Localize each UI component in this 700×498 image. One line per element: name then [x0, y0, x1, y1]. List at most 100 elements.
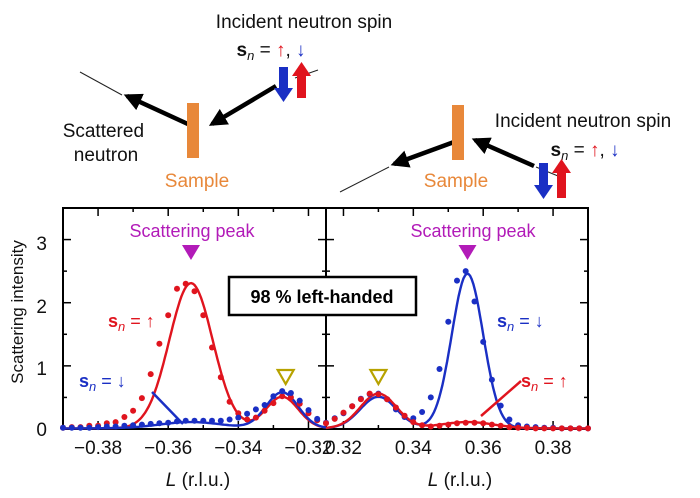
left-incident-label: Incident neutron spin	[216, 12, 392, 33]
data-point-down	[130, 422, 137, 429]
open-marker-triangle	[275, 368, 296, 387]
data-point-up	[480, 420, 487, 427]
data-point-down	[506, 416, 513, 423]
data-point-down	[497, 402, 504, 409]
y-tick-label: 2	[36, 297, 47, 318]
open-marker-triangle	[368, 368, 389, 387]
data-point-down	[86, 424, 93, 431]
x-tick-label: −0.36	[144, 438, 192, 459]
right-incident-label: Incident neutron spin	[495, 111, 671, 132]
data-point-up	[375, 391, 382, 398]
left-sample-label: Sample	[165, 171, 229, 192]
left-scattered-arrow	[123, 93, 191, 128]
scattered-neutron-label: Scattered neutron	[63, 121, 150, 166]
data-point-down	[209, 417, 215, 424]
right-spin-up-arrow-icon	[552, 159, 571, 198]
data-point-down	[261, 402, 268, 408]
spin-up-arrow-text: ↑	[276, 40, 286, 61]
data-point-up	[235, 410, 242, 417]
x-tick-label: −0.38	[74, 438, 122, 459]
right-spin-down-arrow-icon	[534, 163, 553, 199]
x-tick-label: 0.32	[325, 438, 362, 459]
data-points	[60, 268, 591, 432]
data-point-down	[182, 417, 189, 424]
data-point-up	[156, 340, 163, 347]
y-tick-label: 0	[36, 420, 47, 441]
data-point-down	[244, 410, 251, 417]
spin-down-series-label: sn = ↓	[79, 371, 126, 394]
peak-marker-triangle	[458, 245, 477, 260]
y-axis-label: Scattering intensity	[8, 240, 27, 384]
data-point-up	[121, 414, 128, 420]
data-point-up	[174, 285, 180, 292]
left-scattered-path	[79, 71, 123, 96]
spin-down-series-label: sn = ↓	[497, 311, 544, 334]
data-point-up	[165, 312, 172, 319]
data-point-up	[488, 421, 495, 428]
data-point-up	[392, 404, 399, 411]
data-point-down	[217, 417, 224, 424]
peak-marker-triangle	[181, 245, 200, 260]
spin-up-arrow-text: ↑	[590, 140, 600, 161]
data-point-up	[191, 288, 198, 295]
left-spin-equation: sn = ↑, ↓	[236, 40, 305, 63]
data-point-up	[366, 390, 373, 397]
right-scattered-path	[339, 166, 390, 193]
x-tick-label: 0.36	[465, 438, 502, 459]
data-point-down	[156, 420, 163, 427]
data-point-up	[384, 396, 391, 403]
left-panel-frame	[62, 207, 327, 430]
right-sample-icon	[452, 105, 464, 160]
data-point-down	[60, 424, 66, 431]
data-point-down	[287, 390, 294, 396]
data-point-up	[270, 400, 277, 407]
data-point-up	[357, 396, 364, 403]
handedness-label: 98 % left-handed	[250, 287, 393, 307]
peak-markers	[181, 245, 477, 387]
data-point-down	[419, 409, 426, 415]
left-incident-arrow	[208, 84, 278, 126]
data-point-up	[217, 374, 224, 381]
data-point-down	[235, 414, 242, 421]
data-point-up	[261, 407, 268, 414]
data-point-down	[103, 423, 110, 430]
right-scattered-arrow	[390, 139, 455, 168]
data-point-down	[68, 424, 75, 431]
data-point-up	[349, 403, 356, 410]
data-point-up	[410, 419, 417, 426]
data-point-up	[462, 419, 469, 426]
spin-symbol: s	[236, 40, 247, 61]
left-x-axis-label: L (r.l.u.)	[166, 470, 230, 491]
left-spin-down-arrow-icon	[274, 67, 293, 102]
data-point-up	[209, 344, 215, 351]
data-point-up	[112, 419, 119, 426]
left-peak-label: Scattering peak	[129, 221, 255, 241]
spin-up-series-label: sn = ↑	[108, 311, 155, 334]
data-point-down	[296, 397, 303, 404]
right-incident-arrow	[471, 137, 535, 169]
y-tick-labels: 0 1 2 3	[36, 234, 47, 441]
data-point-down	[121, 422, 128, 429]
right-series-labels: sn = ↓ sn = ↑	[480, 311, 568, 417]
data-point-down	[314, 415, 321, 422]
right-x-axis-label: L (r.l.u.)	[428, 470, 492, 491]
data-point-down	[95, 424, 102, 431]
chart-area: Scattering intensity 0 1 2 3 −0.38 −0.36…	[8, 207, 591, 491]
data-point-up	[323, 420, 329, 427]
x-tick-label: −0.32	[284, 438, 332, 459]
spin-symbol: s	[550, 140, 561, 161]
data-point-down	[279, 388, 286, 395]
data-point-down	[305, 407, 312, 414]
data-point-up	[506, 424, 513, 431]
data-point-up	[226, 398, 233, 405]
spin-subscript: n	[247, 48, 254, 63]
data-point-up	[541, 425, 548, 432]
data-point-up	[252, 414, 259, 421]
data-point-up	[445, 421, 452, 428]
right-sample-label: Sample	[424, 171, 488, 192]
x-tick-label: 0.34	[395, 438, 432, 459]
left-x-tick-labels: −0.38 −0.36 −0.34 −0.32	[74, 438, 332, 459]
right-peak-label: Scattering peak	[410, 221, 536, 241]
data-point-down	[454, 277, 460, 284]
